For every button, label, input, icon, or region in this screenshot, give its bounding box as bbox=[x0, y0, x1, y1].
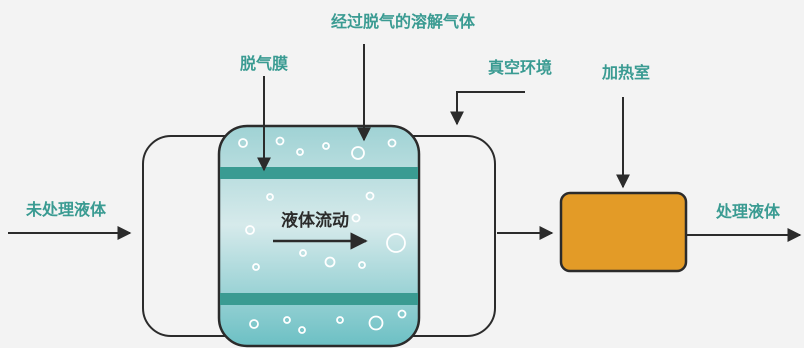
untreated-liquid-label: 未处理液体 bbox=[25, 200, 107, 219]
vacuum-arrow bbox=[450, 91, 525, 126]
membrane-band-top bbox=[220, 167, 418, 179]
membrane-vessel bbox=[217, 124, 421, 348]
vacuum-label: 真空环境 bbox=[488, 58, 552, 77]
gas-bubbles bbox=[238, 136, 407, 334]
heating-chamber-label: 加热室 bbox=[601, 63, 650, 82]
membrane-band-bottom bbox=[220, 293, 418, 305]
liquid-flow-label: 液体流动 bbox=[281, 210, 349, 231]
heating-chamber bbox=[559, 191, 688, 273]
treated-liquid-label: 处理液体 bbox=[715, 202, 781, 221]
membrane-label: 脱气膜 bbox=[240, 54, 288, 73]
dissolved-gas-label: 经过脱气的溶解气体 bbox=[331, 12, 476, 31]
